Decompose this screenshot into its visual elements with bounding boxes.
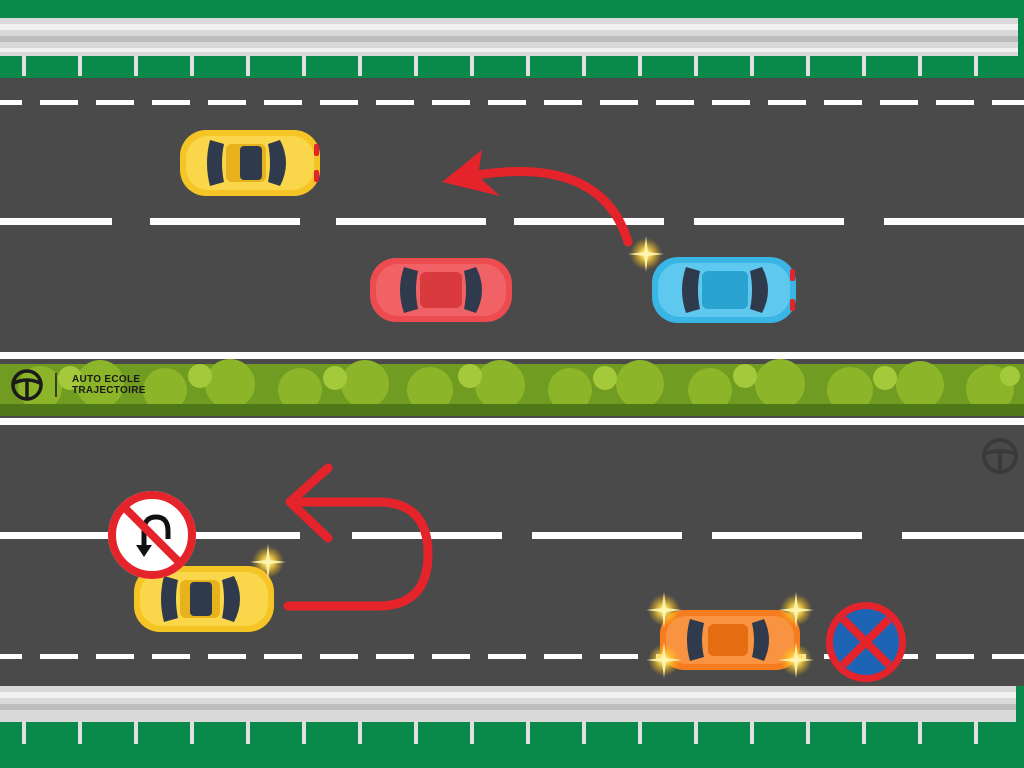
u-turn-arrow [283, 463, 433, 611]
yellow-car-top [180, 130, 320, 196]
yellow-car-bottom [134, 566, 274, 632]
brand-logo: AUTO ECOLE TRAJECTOIRE [10, 368, 146, 402]
red-car [370, 258, 512, 322]
overtake-arrow [442, 150, 633, 247]
brand-name: AUTO ECOLE TRAJECTOIRE [72, 374, 146, 396]
brand-line-2: TRAJECTOIRE [72, 385, 146, 396]
brand-line-1: AUTO ECOLE [72, 374, 141, 385]
hedge-median [0, 359, 1024, 416]
watermark-steering-wheel-icon [982, 438, 1018, 474]
guardrail-bottom [0, 686, 1016, 744]
orange-car [660, 610, 800, 670]
guardrail-top [0, 18, 1018, 76]
lane-markings-top [0, 100, 1024, 359]
blue-car [652, 257, 796, 323]
steering-wheel-icon [11, 369, 57, 401]
no-u-turn-sign-icon [108, 491, 196, 579]
no-stopping-sign-icon [826, 602, 906, 682]
